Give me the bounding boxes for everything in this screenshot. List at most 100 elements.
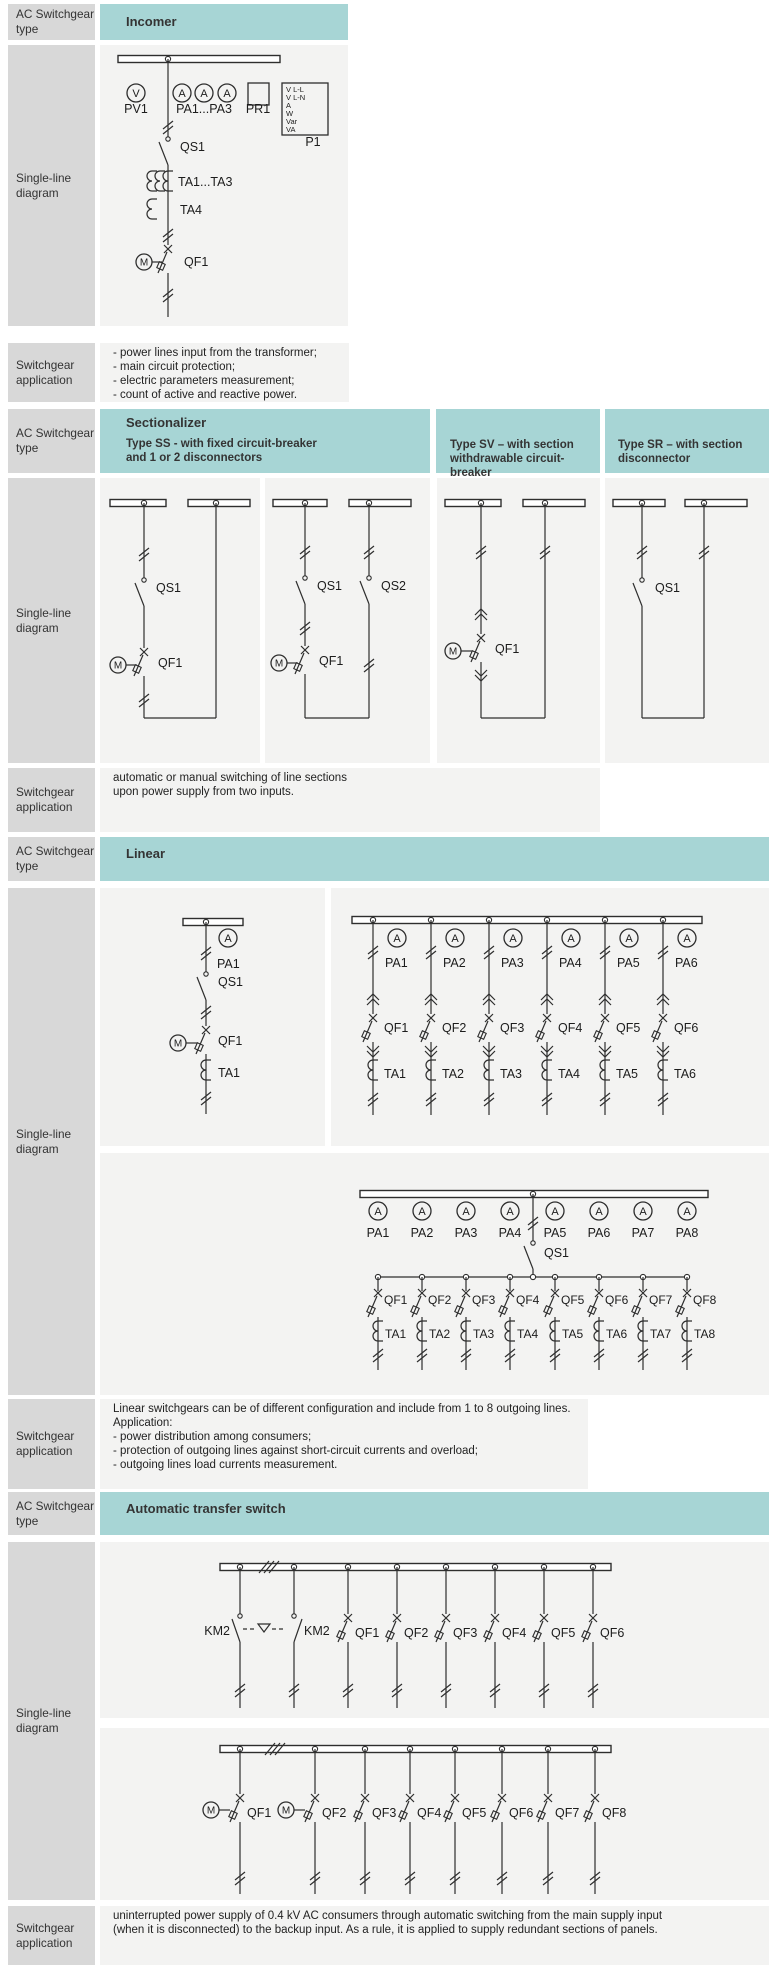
wire: [363, 550, 375, 560]
application-line: - count of active and reactive power.: [113, 388, 298, 401]
wire: [354, 1800, 365, 1823]
wire: [200, 951, 212, 961]
contactor-icon: [291, 1613, 297, 1619]
wire: [450, 1793, 460, 1803]
diagram-label: TA5: [562, 1327, 583, 1341]
wire: [475, 545, 487, 555]
wire: [489, 1683, 501, 1693]
withdrawable-contact-icon: [482, 1045, 496, 1058]
wire: [698, 545, 710, 555]
motor-letter: M: [449, 647, 457, 658]
wire: [676, 1295, 687, 1318]
withdrawable-contact-icon: [656, 993, 670, 1006]
diagram-label: QF3: [500, 1021, 524, 1035]
withdrawable-contact-icon: [474, 608, 488, 621]
diagram-label: QF1: [218, 1034, 242, 1048]
ats-title: Automatic transfer switch: [126, 1501, 286, 1516]
diagram-label: TA1...TA3: [178, 175, 232, 189]
wire: [470, 640, 481, 663]
application-line: - outgoing lines load currents measureme…: [113, 1458, 338, 1471]
breaker-square-icon: [631, 1305, 641, 1315]
wire: [582, 1620, 593, 1643]
meter-letter: A: [374, 1206, 382, 1218]
wire: [299, 626, 311, 636]
breaker-square-icon: [532, 1630, 542, 1640]
diagram-label: QF8: [693, 1293, 717, 1307]
header-sectionalizer-sr: Type SR – with section disconnector: [605, 409, 769, 473]
motor-letter: M: [207, 1806, 215, 1817]
wire: [637, 1353, 649, 1363]
meter-icon: [126, 83, 146, 103]
disconnector-icon: [165, 136, 171, 142]
wire: [269, 1742, 281, 1756]
breaker-square-icon: [490, 1810, 500, 1820]
withdrawable-contact-icon: [540, 993, 554, 1006]
breaker-square-icon: [587, 1305, 597, 1315]
type-sr-subtitle: Type SR – with section disconnector: [618, 438, 769, 466]
application-line: (when it is disconnected) to the backup …: [113, 1923, 658, 1936]
diagram-label: PA1: [217, 957, 240, 971]
wire: [420, 1020, 431, 1043]
application-line: - protection of outgoing lines against s…: [113, 1444, 479, 1457]
meter-icon: [545, 1201, 565, 1221]
wire: [599, 945, 611, 955]
wire: [367, 945, 379, 955]
wire: [399, 1800, 410, 1823]
diagram-label: PR1: [246, 102, 270, 116]
wire: [589, 1876, 601, 1886]
wire: [411, 1295, 422, 1318]
meter-letter: A: [178, 88, 186, 100]
breaker-square-icon: [593, 1030, 603, 1040]
disconnector-icon: [366, 575, 372, 581]
wire: [496, 1871, 508, 1881]
wire: [541, 1097, 553, 1107]
type-ss-line: and 1 or 2 disconnectors: [126, 452, 263, 464]
wire: [549, 1348, 561, 1358]
meter-letter: A: [683, 933, 691, 945]
meter-letter: A: [462, 1206, 470, 1218]
p1-quantity: VA: [286, 125, 295, 134]
wire: [527, 1216, 539, 1226]
breaker-square-icon: [583, 1810, 593, 1820]
diagram-label: QF4: [417, 1806, 441, 1820]
busbar-icon: [182, 917, 244, 927]
wire: [359, 580, 370, 605]
breaker-square-icon: [336, 1630, 346, 1640]
meter-icon: [368, 1201, 388, 1221]
wire: [200, 1010, 212, 1020]
wire: [484, 1620, 495, 1643]
wire: [309, 1871, 321, 1881]
breaker-square-icon: [483, 1630, 493, 1640]
wire: [449, 1871, 461, 1881]
p1-quantity: W: [286, 109, 294, 118]
diagram-label: QF2: [442, 1021, 466, 1035]
wire: [698, 550, 710, 560]
wire: [476, 633, 486, 643]
busbar-icon: [522, 498, 586, 508]
current-transformer-icon: [372, 1320, 383, 1342]
wire: [483, 1097, 495, 1107]
wire: [543, 1793, 553, 1803]
diagram-label: QF3: [472, 1293, 496, 1307]
diagram-label: TA1: [385, 1327, 406, 1341]
diagram-label: TA2: [442, 1067, 464, 1081]
type-sv-subtitle: Type SV – with section withdrawable circ…: [450, 438, 600, 480]
breaker-square-icon: [454, 1305, 464, 1315]
wire: [460, 1348, 472, 1358]
incomer-title: Incomer: [126, 14, 177, 29]
wire: [483, 945, 495, 955]
wire: [455, 1295, 466, 1318]
wire: [657, 1092, 669, 1102]
wire: [594, 1288, 604, 1298]
wire: [497, 1793, 507, 1803]
breaker-square-icon: [543, 1305, 553, 1315]
wire: [681, 1353, 693, 1363]
wire: [542, 1876, 554, 1886]
incomer-application-cell: - power lines input from the transformer…: [100, 343, 349, 402]
diagram-label: TA1: [384, 1067, 406, 1081]
meter-icon: [172, 83, 192, 103]
